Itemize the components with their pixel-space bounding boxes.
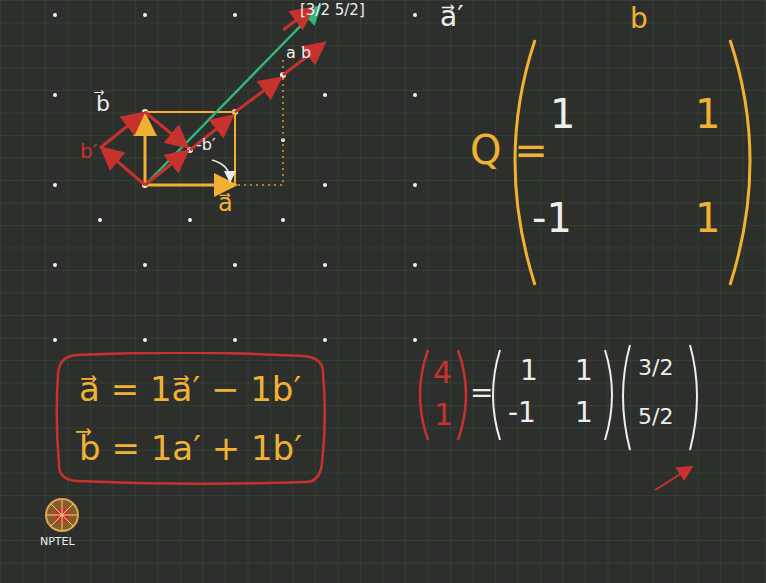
matrix-entry: -1 [508,398,536,429]
matrix-entry: 1 [550,92,575,136]
column-header: a⃗′ [440,2,464,33]
matrix-entry: 1 [575,356,593,387]
vector-label: b′ [80,140,97,162]
column-header: b [630,4,648,35]
matrix-entry: 1 [695,92,720,136]
vector-label: a⃗ [218,190,233,216]
vector-entry: 1 [434,398,453,431]
vector-label: -b′ [196,136,216,154]
vector-label: b⃗ [96,92,110,116]
equation-text: b⃗ = 1a′ + 1b′ [79,427,302,470]
matrix-entry: 1 [695,196,720,240]
matrix-entry: -1 [532,196,572,240]
matrix-label: [3/2 5/2] [300,2,365,19]
equation-text: a⃗ = 1a⃗′ − 1b′ [79,368,302,411]
matrix-entry: 1 [575,398,593,429]
logo-text: NPTEL [40,536,75,548]
vector-entry: 5/2 [638,405,673,429]
equation-box: a⃗ = 1a⃗′ − 1b′ b⃗ = 1a′ + 1b′ [55,352,326,485]
vector-entry: 3/2 [638,356,673,380]
equals-sign: = [470,378,493,409]
matrix-entry: 1 [520,356,538,387]
vector-entry: 4 [433,356,452,389]
matrix-name: Q = [470,128,548,172]
point-label: a b [286,44,311,62]
